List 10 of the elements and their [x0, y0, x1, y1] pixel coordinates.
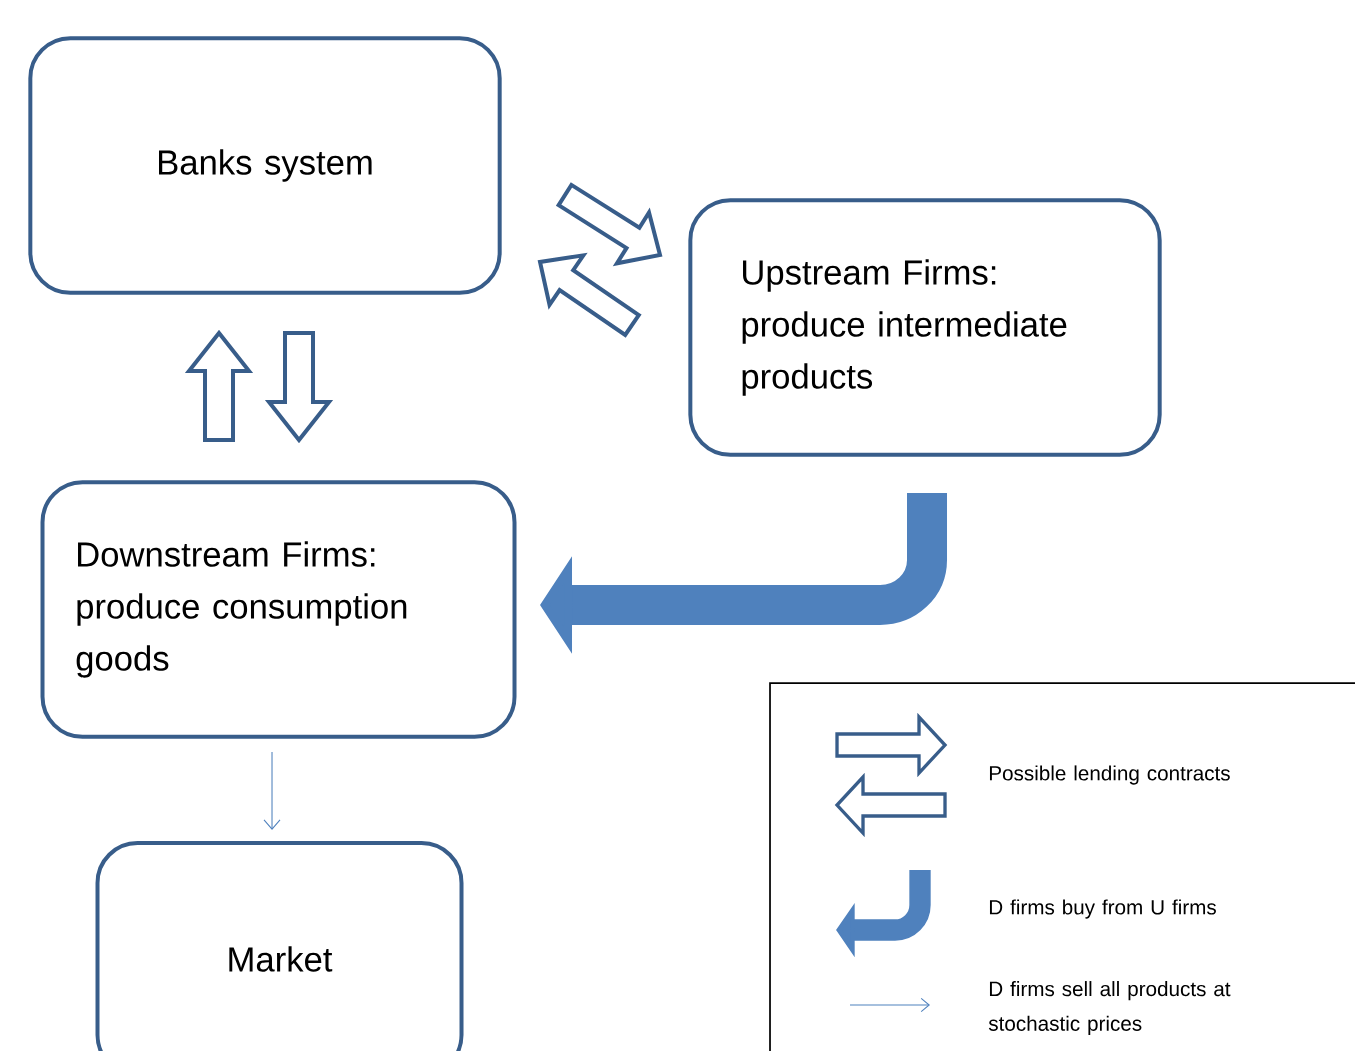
rounded-box: Banks system: [28, 36, 502, 295]
rounded-box: Downstream Firms: produce consumption goods: [40, 480, 517, 739]
rounded-box: Upstream Firms: produce intermediate products: [688, 198, 1162, 457]
block-arrow: [184, 329, 254, 442]
legend-text: D firms buy from U firms: [989, 899, 1216, 919]
block-arrow: [264, 331, 334, 444]
rounded-box: Market: [95, 841, 464, 1051]
arrow: [263, 751, 281, 830]
legend-text: D firms sell all products at stochastic prices: [988, 981, 1231, 1035]
legend-text: Possible lending contracts: [989, 765, 1230, 785]
